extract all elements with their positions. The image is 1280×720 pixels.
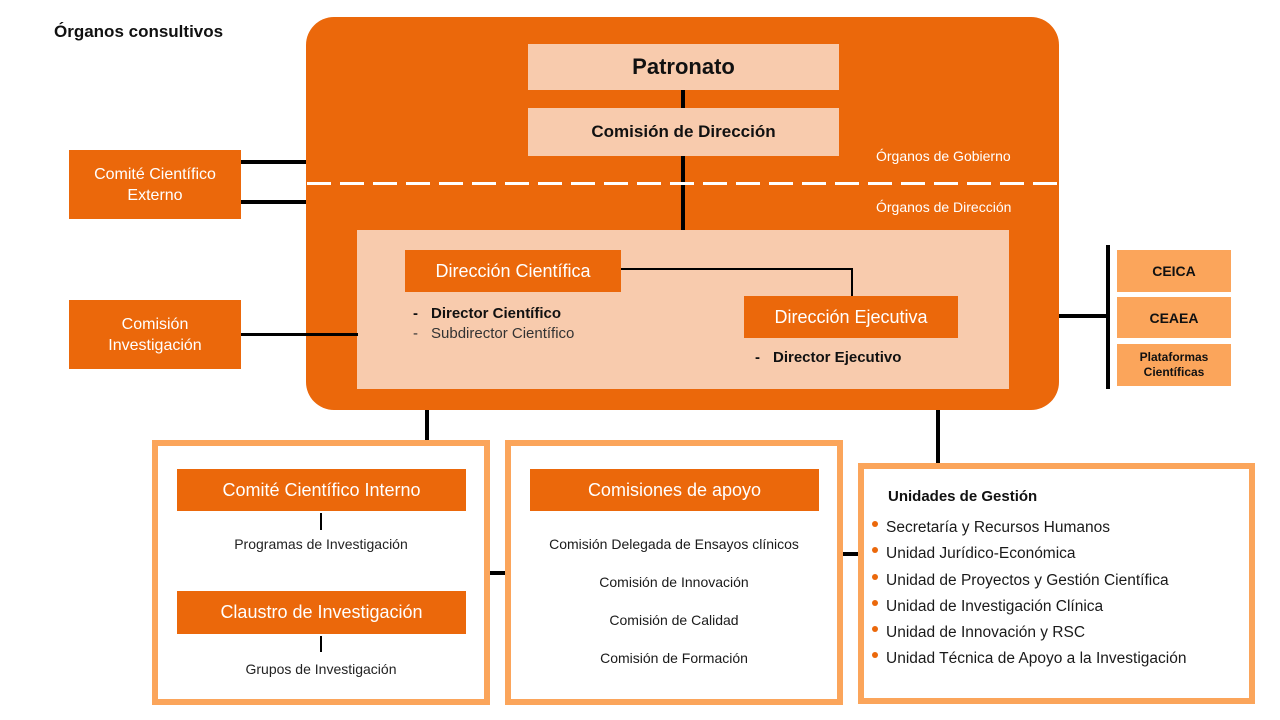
bullet-icon: [872, 547, 878, 553]
dash-segment: [868, 182, 892, 185]
dash-segment: [439, 182, 463, 185]
dash-segment: [736, 182, 760, 185]
management-units-box: [858, 463, 1255, 704]
dash-segment: [703, 182, 727, 185]
dash-segment: [934, 182, 958, 185]
list-item-label: Unidad de Innovación y RSC: [886, 624, 1086, 641]
list-item: Unidad Jurídico-Económica: [872, 545, 1076, 563]
box-label-line: Plataformas: [1139, 350, 1209, 364]
connector-line: [241, 333, 358, 336]
connector-line: [936, 410, 940, 463]
bullet-icon: [872, 626, 878, 632]
dash-marker: -: [413, 305, 418, 322]
support-commissions-list: Comisión Delegada de Ensayos clínicos Co…: [505, 440, 843, 705]
connector-line: [1106, 245, 1110, 389]
dash-segment: [637, 182, 661, 185]
list-item: Unidad Técnica de Apoyo a la Investigaci…: [872, 650, 1186, 668]
label-organos-gobierno: Órganos de Gobierno: [876, 148, 1011, 164]
box-label-line: Comité Científico: [94, 165, 216, 183]
member-label: Director Científico: [431, 305, 562, 322]
box-label-line: Externo: [127, 186, 183, 204]
list-item-label: Unidad Jurídico-Económica: [886, 545, 1076, 562]
list-item: Comisión de Innovación: [599, 574, 749, 590]
connector-line: [241, 200, 306, 204]
ceica-box[interactable]: CEICA: [1117, 250, 1231, 292]
comision-investigacion-box[interactable]: Comisión Investigación: [69, 300, 241, 369]
list-item-label: Unidad de Investigación Clínica: [886, 598, 1104, 615]
connector-line: [681, 90, 685, 108]
dash-segment: [373, 182, 397, 185]
connector-line: [425, 410, 429, 440]
dash-segment: [571, 182, 595, 185]
list-item: Unidad de Investigación Clínica: [872, 598, 1103, 616]
comite-cientifico-interno-box[interactable]: Comité Científico Interno: [177, 469, 466, 511]
programas-investigacion-label: Programas de Investigación: [234, 536, 408, 552]
label-organos-direccion: Órganos de Dirección: [876, 199, 1012, 215]
dash-marker: -: [413, 325, 418, 342]
comision-direccion-box[interactable]: Comisión de Dirección: [528, 108, 839, 156]
dash-segment: [901, 182, 925, 185]
dash-segment: [538, 182, 562, 185]
list-item: Unidad de Innovación y RSC: [872, 624, 1085, 642]
box-label-line: Investigación: [108, 336, 202, 354]
member-director-ejecutivo: -Director Ejecutivo: [755, 349, 901, 366]
direccion-cientifica-box[interactable]: Dirección Científica: [405, 250, 621, 292]
grupos-investigacion-label: Grupos de Investigación: [245, 661, 397, 677]
box-label-line: Científicas: [1143, 365, 1205, 379]
connector-line: [320, 636, 322, 652]
connector-line: [1059, 314, 1109, 318]
connector-line: [843, 552, 858, 556]
list-item-label: Secretaría y Recursos Humanos: [886, 519, 1110, 536]
bullet-icon: [872, 600, 878, 606]
dash-segment: [802, 182, 826, 185]
bullet-icon: [872, 521, 878, 527]
bullet-icon: [872, 574, 878, 580]
claustro-investigacion-box[interactable]: Claustro de Investigación: [177, 591, 466, 634]
patronato-box[interactable]: Patronato: [528, 44, 839, 90]
comisiones-apoyo-header[interactable]: Comisiones de apoyo: [530, 469, 819, 511]
dash-segment: [406, 182, 430, 185]
list-item: Comisión de Formación: [600, 650, 748, 666]
list-item: Comisión de Calidad: [609, 612, 739, 628]
connector-line: [241, 160, 306, 164]
connector-line: [621, 268, 853, 270]
bullet-icon: [872, 652, 878, 658]
member-label: Subdirector Científico: [431, 325, 575, 342]
dash-segment: [307, 182, 331, 185]
dash-segment: [769, 182, 793, 185]
member-label: Director Ejecutivo: [773, 349, 902, 366]
dash-segment: [1033, 182, 1057, 185]
dash-segment: [670, 182, 694, 185]
list-item: Comisión Delegada de Ensayos clínicos: [549, 536, 799, 552]
connector-line: [490, 571, 505, 575]
box-label-line: Comisión: [121, 315, 189, 333]
direccion-ejecutiva-box[interactable]: Dirección Ejecutiva: [744, 296, 958, 338]
unidades-gestion-title: Unidades de Gestión: [888, 488, 1038, 505]
connector-line: [851, 268, 853, 296]
dash-segment: [604, 182, 628, 185]
consultive-bodies-title: Órganos consultivos: [54, 22, 224, 41]
list-item-label: Unidad de Proyectos y Gestión Científica: [886, 572, 1169, 589]
dash-segment: [835, 182, 859, 185]
dash-segment: [505, 182, 529, 185]
list-item: Unidad de Proyectos y Gestión Científica: [872, 572, 1169, 590]
dash-segment: [340, 182, 364, 185]
list-item-label: Unidad Técnica de Apoyo a la Investigaci…: [886, 650, 1187, 667]
dash-segment: [967, 182, 991, 185]
member-director-cientifico: -Director Científico: [413, 305, 561, 322]
connector-line: [320, 513, 322, 530]
dash-segment: [472, 182, 496, 185]
plataformas-cientificas-box[interactable]: Plataformas Científicas: [1117, 344, 1231, 386]
comite-cientifico-externo-box[interactable]: Comité Científico Externo: [69, 150, 241, 219]
member-subdirector-cientifico: -Subdirector Científico: [413, 325, 574, 342]
connector-line: [681, 156, 685, 230]
ceaea-box[interactable]: CEAEA: [1117, 297, 1231, 338]
dash-marker: -: [755, 349, 760, 366]
list-item: Secretaría y Recursos Humanos: [872, 519, 1110, 537]
dash-segment: [1000, 182, 1024, 185]
